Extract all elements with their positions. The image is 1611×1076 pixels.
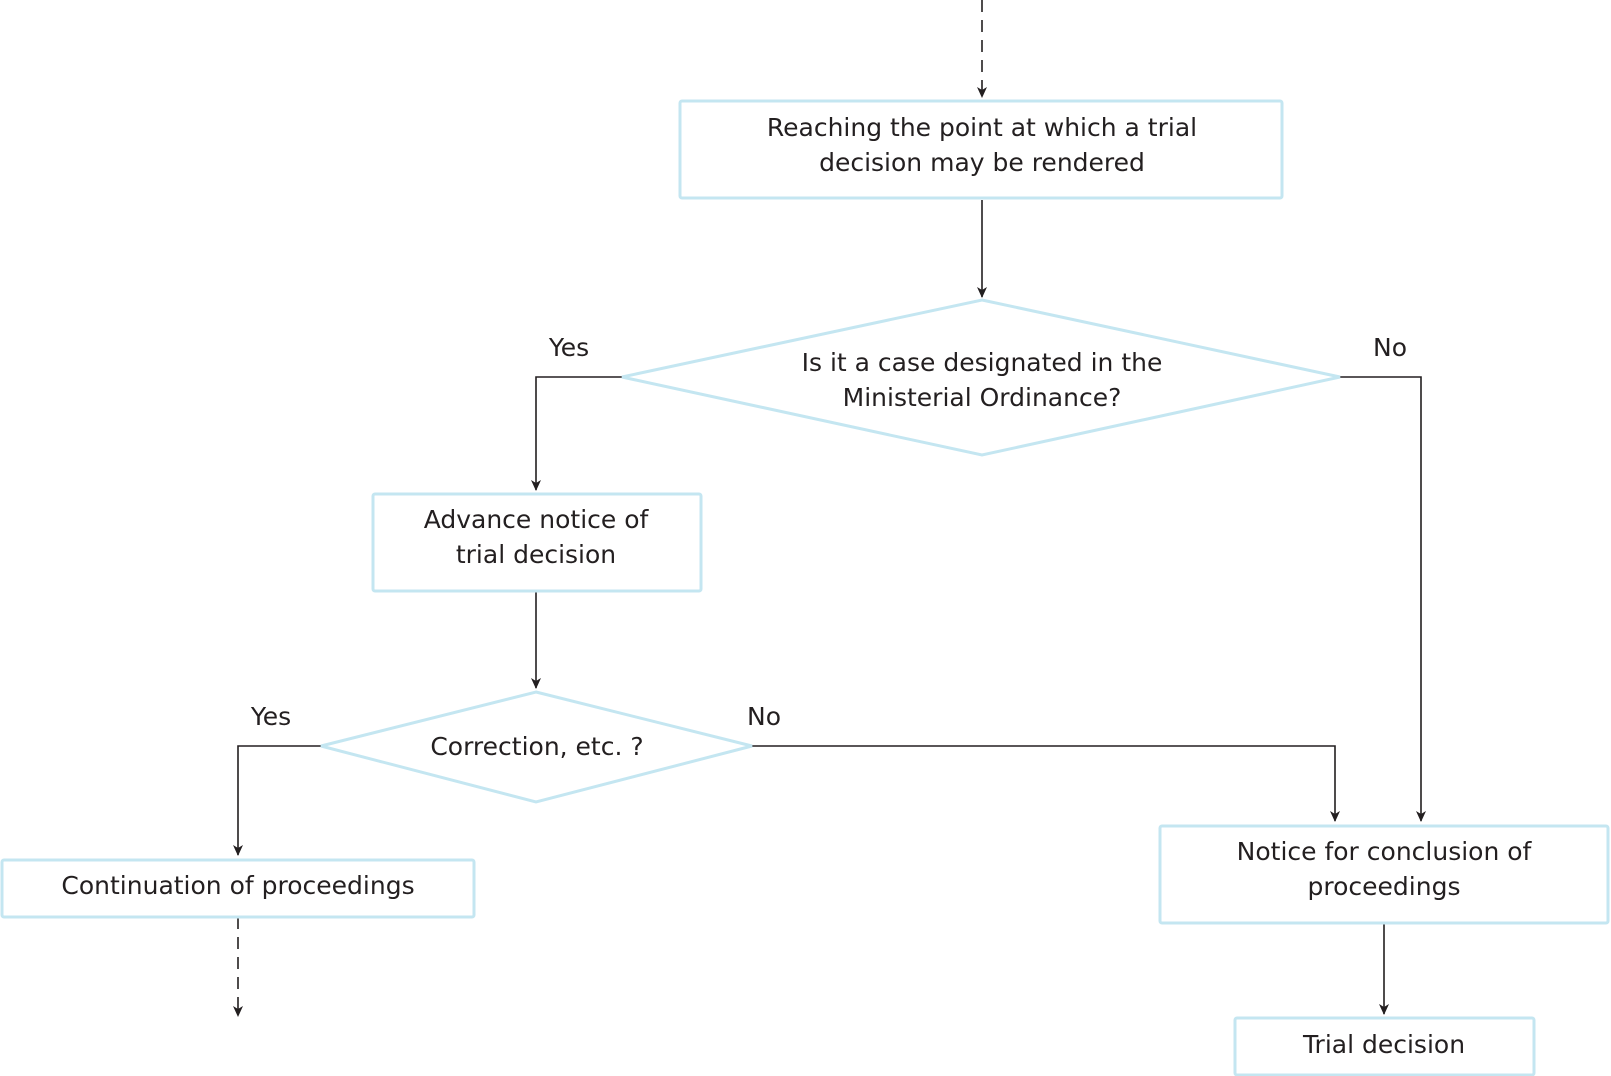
- reaching-point-line-1: Reaching the point at which a trial: [767, 113, 1197, 142]
- designated-case-line-1: Is it a case designated in the: [802, 348, 1163, 377]
- connector-designated-yes: [536, 377, 622, 490]
- advance-notice-line-2: trial decision: [456, 540, 616, 569]
- process-box-reaching-point: Reaching the point at which a trial deci…: [680, 101, 1282, 198]
- notice-conclusion-line-2: proceedings: [1308, 872, 1461, 901]
- continuation-line-1: Continuation of proceedings: [61, 871, 414, 900]
- decision-diamond-correction: Correction, etc. ?: [321, 692, 752, 802]
- process-box-advance-notice: Advance notice of trial decision: [373, 494, 701, 591]
- designated-case-line-2: Ministerial Ordinance?: [843, 383, 1122, 412]
- trial-decision-line-1: Trial decision: [1302, 1030, 1465, 1059]
- designated-yes-label: Yes: [548, 333, 589, 362]
- connector-correction-no: [752, 746, 1335, 821]
- advance-notice-line-1: Advance notice of: [424, 505, 650, 534]
- correction-no-label: No: [747, 702, 781, 731]
- decision-diamond-designated-case: Is it a case designated in the Ministeri…: [622, 300, 1340, 455]
- correction-line-1: Correction, etc. ?: [430, 732, 643, 761]
- connector-correction-yes: [238, 746, 321, 855]
- designated-no-label: No: [1373, 333, 1407, 362]
- process-box-continuation: Continuation of proceedings: [2, 860, 474, 917]
- correction-yes-label: Yes: [250, 702, 291, 731]
- notice-conclusion-line-1: Notice for conclusion of: [1237, 837, 1533, 866]
- connector-designated-no: [1340, 377, 1421, 821]
- reaching-point-line-2: decision may be rendered: [819, 148, 1145, 177]
- process-box-notice-conclusion: Notice for conclusion of proceedings: [1160, 826, 1608, 923]
- process-box-trial-decision: Trial decision: [1235, 1018, 1534, 1075]
